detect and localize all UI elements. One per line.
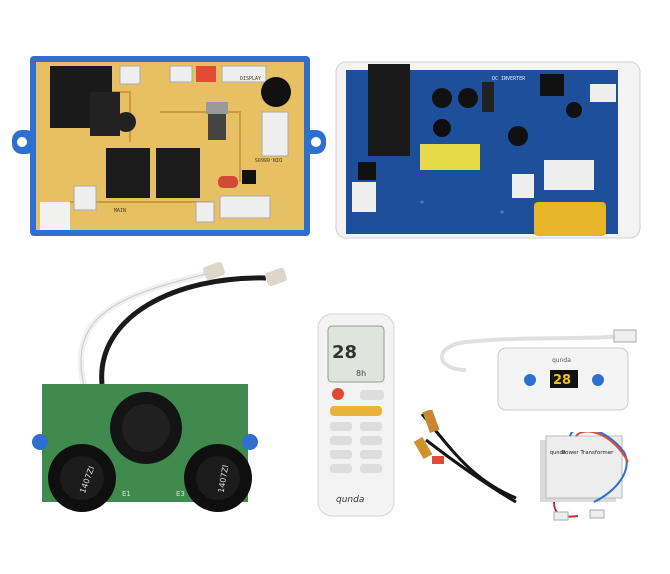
transformer-label: Power Transformer [562,450,614,456]
board-label: E3 [176,490,185,498]
remote-temp-display: 28 [332,342,357,363]
capacitor-board: 1407ZI 1407ZI E1 E3 [26,256,288,518]
remote-time-display: 8h [356,369,366,378]
panel-brand: qunda [552,357,571,364]
temperature-sensors [412,408,522,506]
remote-control: 28 8h qunda [316,312,396,518]
panel-temp-display: 28 [553,373,571,388]
pcb-silkscreen: DC INVERTER [492,76,526,82]
inverter-board-blue: DC INVERTER [332,52,644,248]
svg-text:qunda: qunda [550,450,566,456]
svg-text:DIN-0860S: DIN-0860S [255,156,282,162]
board-label: E1 [122,490,131,498]
control-board-yellow: DISPLAY DIN-0860S MAIN [10,52,328,242]
pcb-silkscreen: DISPLAY [240,76,261,82]
svg-text:MAIN: MAIN [114,208,126,214]
remote-brand: qunda [336,495,364,505]
display-panel: 28 qunda [426,326,652,414]
power-transformer: Power Transformer qunda [534,427,634,528]
